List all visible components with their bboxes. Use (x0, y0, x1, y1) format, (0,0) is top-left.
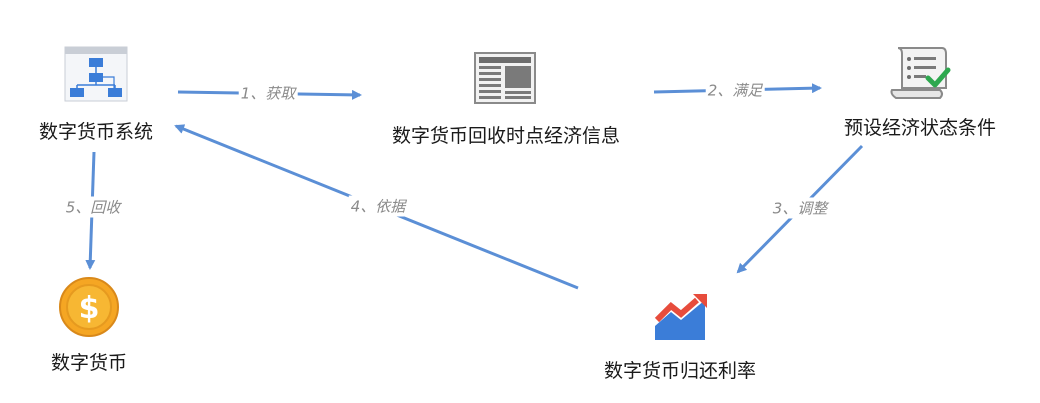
edge-2-label: 2、满足 (705, 79, 765, 101)
node-system-label: 数字货币系统 (38, 121, 154, 143)
edge-1-label: 1、获取 (238, 82, 298, 104)
svg-text:$: $ (79, 291, 100, 326)
newspaper-icon (474, 52, 536, 108)
node-conditions-label: 预设经济状态条件 (843, 117, 997, 139)
edge-4-label: 4、依据 (348, 195, 408, 217)
node-currency-label: 数字货币 (50, 352, 128, 374)
rising-chart-icon (653, 290, 711, 346)
edge-3-label: 3、调整 (770, 197, 830, 219)
node-info-label: 数字货币回收时点经济信息 (391, 125, 621, 147)
dollar-coin-icon: $ (58, 276, 120, 342)
checklist-icon (888, 44, 954, 106)
edge-5-label: 5、回收 (63, 196, 123, 218)
flowchart-icon (64, 46, 128, 106)
node-return-rate-label: 数字货币归还利率 (603, 360, 757, 382)
